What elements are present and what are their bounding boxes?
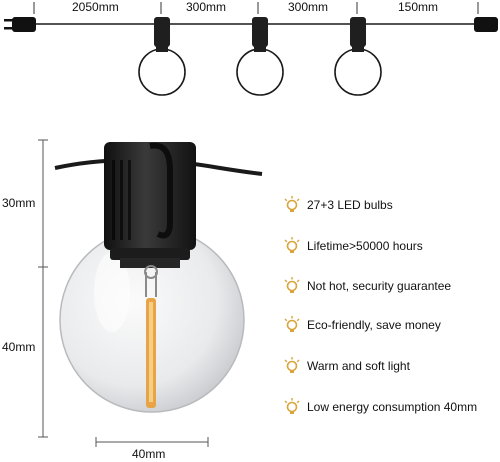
bulb-wire	[54, 158, 263, 176]
end-connector-icon	[474, 17, 498, 32]
string-bulb-3	[334, 17, 382, 96]
feature-item-6: Low energy consumption 40mm	[283, 396, 477, 418]
feature-item-5: Warm and soft light	[283, 355, 410, 377]
lightbulb-icon	[284, 398, 300, 414]
string-light-diagram	[4, 2, 498, 96]
feature-text-6: Low energy consumption 40mm	[307, 400, 478, 414]
lightbulb-icon	[284, 316, 300, 332]
feature-text-2: Lifetime>50000 hours	[307, 239, 423, 253]
led-filament	[144, 265, 158, 408]
string-bulb-2	[236, 17, 284, 96]
height-label-top: 30mm	[2, 196, 36, 210]
width-label: 40mm	[132, 447, 166, 461]
length-label-1: 2050mm	[72, 0, 119, 14]
plug-icon	[4, 17, 36, 32]
lightbulb-icon	[284, 196, 300, 212]
lightbulb-icon	[284, 277, 300, 293]
feature-text-1: 27+3 LED bulbs	[307, 198, 393, 212]
length-label-2: 300mm	[186, 0, 227, 14]
string-bulb-1	[138, 17, 186, 96]
lightbulb-icon	[284, 237, 300, 253]
feature-text-3: Not hot, security guarantee	[307, 279, 452, 293]
feature-item-1: 27+3 LED bulbs	[283, 194, 393, 216]
feature-item-2: Lifetime>50000 hours	[283, 235, 423, 257]
socket-body	[104, 142, 196, 268]
feature-text-4: Eco-friendly, save money	[307, 318, 441, 332]
length-label-3: 300mm	[288, 0, 329, 14]
feature-item-4: Eco-friendly, save money	[283, 314, 441, 336]
bulb-closeup	[38, 139, 263, 447]
feature-text-5: Warm and soft light	[307, 359, 410, 373]
lightbulb-icon	[284, 357, 300, 373]
length-label-4: 150mm	[398, 0, 439, 14]
feature-item-3: Not hot, security guarantee	[283, 275, 451, 297]
height-label-bottom: 40mm	[2, 340, 36, 354]
